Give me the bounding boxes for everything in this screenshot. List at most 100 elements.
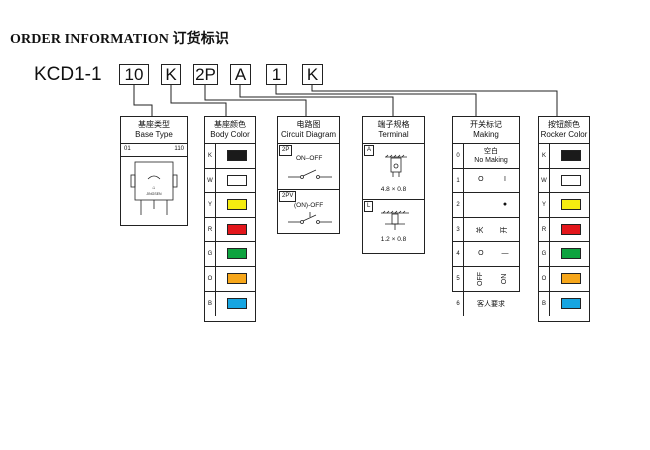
rocker-color-row: K <box>539 144 589 169</box>
momentary-switch-symbol-icon <box>288 212 332 224</box>
marking-row: 5 OFF ON <box>453 266 519 292</box>
base-type-code-row: 01 110 <box>121 144 187 157</box>
rocker-color-swatch <box>561 150 581 161</box>
body-color-swatch <box>227 272 247 284</box>
terminal-code: A <box>364 145 375 156</box>
body-color-swatch <box>227 248 247 260</box>
base-type-header: 基座类型 Base Type <box>121 117 187 144</box>
rocker-color-row: O <box>539 266 589 292</box>
rocker-color-code: G <box>539 242 550 266</box>
code-box-body-color: K <box>161 64 181 85</box>
pcb-terminal-icon <box>381 210 409 230</box>
rocker-color-swatch <box>561 199 581 211</box>
circuit-header: 电路图 Circuit Diagram <box>278 117 339 144</box>
marking-code: 1 <box>453 168 464 193</box>
body-color-row: W <box>205 168 255 194</box>
marking-text: 空白 <box>484 148 498 155</box>
body-color-code: W <box>205 168 216 193</box>
body-color-swatch <box>227 150 247 161</box>
circuit-label: ON–OFF <box>296 155 323 162</box>
connector-rocker-color <box>311 85 558 116</box>
rocker-color-row: Y <box>539 193 589 218</box>
marking-content: 客人要求 <box>463 292 519 317</box>
connector-terminal <box>239 85 394 116</box>
marking-content: OFF ON <box>463 267 519 291</box>
body-color-row: R <box>205 217 255 243</box>
terminal-row-l: L 1.2 × 0.8 <box>363 200 424 254</box>
body-color-row: G <box>205 242 255 267</box>
body-color-swatch <box>227 174 247 186</box>
marking-text: 客人要求 <box>477 300 505 308</box>
marking-symbol-left: O <box>478 176 484 184</box>
page-title: ORDER INFORMATION 订货标识 <box>10 32 229 47</box>
marking-symbol-left: OFF <box>476 271 484 286</box>
brand-logo-text: JINGSEN <box>146 192 162 196</box>
connector-marking <box>275 85 477 116</box>
body-color-code: G <box>205 242 216 266</box>
circuit-diagram-panel: 电路图 Circuit Diagram 2P ON–OFF 2PV (ON)-O… <box>277 116 340 234</box>
terminal-size: 1.2 × 0.8 <box>380 236 407 243</box>
body-color-code: K <box>205 144 216 168</box>
marking-content: 关开 <box>463 218 519 242</box>
body-color-code: B <box>205 291 216 317</box>
marking-symbol-left: 关 <box>476 226 484 234</box>
body-color-row: Y <box>205 193 255 218</box>
circuit-code: 2P <box>279 145 293 156</box>
marking-symbol-right: 开 <box>501 226 508 234</box>
marking-symbol-right: ON <box>501 273 508 285</box>
code-box-base: 10 <box>119 64 149 85</box>
marking-row: 6 客人要求 <box>453 291 519 317</box>
marking-content: O— <box>463 242 519 266</box>
marking-code: 6 <box>453 291 464 317</box>
marking-symbol-left: O <box>478 250 484 258</box>
quick-connect-terminal-icon <box>385 154 407 177</box>
circuit-row-2p: 2P ON–OFF <box>278 144 339 190</box>
body-color-code: O <box>205 266 216 291</box>
rocker-color-swatch <box>561 297 581 309</box>
marking-content: ● <box>463 193 519 217</box>
rocker-color-code: K <box>539 144 550 168</box>
marking-content: 空白 No Making <box>463 144 519 168</box>
terminal-size: 4.8 × 0.8 <box>380 186 407 193</box>
rocker-color-code: R <box>539 217 550 242</box>
body-color-header: 基座颜色 Body Color <box>205 117 255 144</box>
code-box-circuit: 2P <box>193 64 218 85</box>
rocker-color-code: B <box>539 291 550 317</box>
marking-symbol-right: — <box>501 250 509 258</box>
terminal-row-a: A 4.8 × 0.8 <box>363 144 424 200</box>
rocker-color-code: Y <box>539 193 550 217</box>
marking-code: 3 <box>453 217 464 242</box>
terminal-code: L <box>364 201 374 212</box>
rocker-color-header: 按钮颜色 Rocker Color <box>539 117 589 144</box>
connector-circuit <box>204 85 307 116</box>
circuit-label: (ON)-OFF <box>294 202 324 209</box>
connector-body-color <box>170 85 227 116</box>
body-color-row: O <box>205 266 255 292</box>
rocker-color-row: R <box>539 217 589 243</box>
base-type-code: 01 <box>124 146 131 152</box>
rocker-color-code: W <box>539 168 550 193</box>
base-type-size: 110 <box>174 146 184 152</box>
body-color-swatch <box>227 297 247 309</box>
code-box-marking: 1 <box>266 64 287 85</box>
marking-text: No Making <box>474 157 508 164</box>
marking-code: 5 <box>453 266 464 291</box>
connector-base <box>133 85 153 116</box>
rocker-color-swatch <box>561 223 581 235</box>
body-color-row: B <box>205 291 255 317</box>
circuit-code: 2PV <box>279 191 297 202</box>
rocker-color-row: G <box>539 242 589 267</box>
rocker-color-code: O <box>539 266 550 291</box>
rocker-color-row: W <box>539 168 589 194</box>
code-box-rocker-color: K <box>302 64 323 85</box>
rocker-color-swatch <box>561 272 581 284</box>
